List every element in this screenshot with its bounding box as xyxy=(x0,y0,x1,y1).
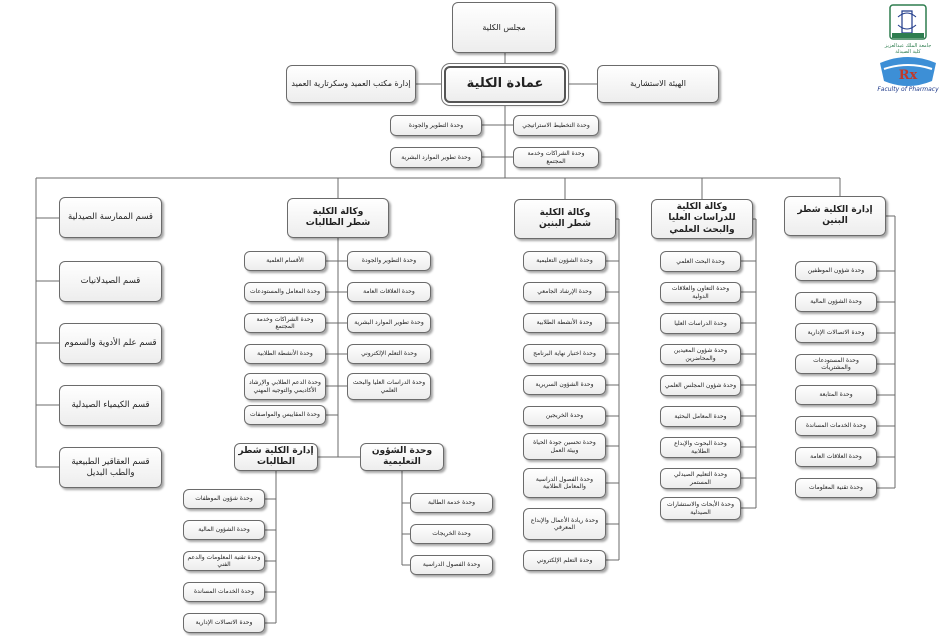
girls-unit[interactable]: وحدة التطوير والجودة xyxy=(347,251,431,271)
grad-unit[interactable]: وحدة الأبحاث والاستشارات الصيدلية xyxy=(660,497,741,520)
logo-university-text: جامعة الملك عبدالعزيز xyxy=(884,43,932,49)
dean-office-box[interactable]: إدارة مكتب العميد وسكرتارية العميد xyxy=(286,65,416,103)
logo-rx-text: Rx xyxy=(899,68,918,83)
boys-unit[interactable]: وحدة اختبار نهاية البرنامج xyxy=(523,344,606,364)
female-admin-head[interactable]: إدارة الكلية شطر البنين xyxy=(784,196,886,236)
department-box[interactable]: قسم الممارسة الصيدلية xyxy=(59,197,162,238)
logo-faculty-ar: كلية الصيدلة xyxy=(895,49,921,55)
department-box[interactable]: قسم الصيدلانيات xyxy=(59,261,162,302)
strategic-unit-box[interactable]: وحدة التخطيط الاستراتيجي xyxy=(513,115,599,136)
female-admin-unit[interactable]: وحدة المتابعة xyxy=(795,385,877,405)
girls-admin-unit[interactable]: وحدة الشؤون المالية xyxy=(183,520,265,540)
female-admin-unit[interactable]: وحدة تقنية المعلومات xyxy=(795,478,877,498)
girls-vice-head[interactable]: وكالة الكلية شطر الطالبات xyxy=(287,198,389,238)
boys-unit[interactable]: وحدة التعلم الإلكتروني xyxy=(523,550,606,571)
girls-admin-unit[interactable]: وحدة الخدمات المساندة xyxy=(183,582,265,602)
girls-admin-unit[interactable]: وحدة تقنية المعلومات والدعم الفني xyxy=(183,551,265,571)
girls-unit[interactable]: الأقسام العلمية xyxy=(244,251,326,271)
female-admin-unit[interactable]: وحدة شؤون الموظفين xyxy=(795,261,877,281)
grad-unit[interactable]: وحدة الدراسات العليا xyxy=(660,313,741,334)
edu-affairs-head[interactable]: وحدة الشؤون التعليمية xyxy=(360,443,444,471)
community-unit-box[interactable]: وحدة الشراكات وخدمة المجتمع xyxy=(513,147,599,168)
edu-affairs-unit[interactable]: وحدة الخريجات xyxy=(410,524,493,544)
girls-admin-unit[interactable]: وحدة الاتصالات الإدارية xyxy=(183,613,265,633)
department-box[interactable]: قسم علم الأدوية والسموم xyxy=(59,323,162,364)
grad-unit[interactable]: وحدة البحث العلمي xyxy=(660,251,741,272)
grad-unit[interactable]: وحدة شؤون المعيدين والمحاضرين xyxy=(660,344,741,365)
council-box[interactable]: مجلس الكلية xyxy=(452,2,556,53)
grad-unit[interactable]: وحدة شؤون المجلس العلمي xyxy=(660,375,741,396)
girls-unit[interactable]: وحدة المقاييس والمواصفات xyxy=(244,405,326,425)
boys-unit[interactable]: وحدة تحسين جودة الحياة وبيئة العمل xyxy=(523,433,606,460)
girls-unit[interactable]: وحدة المعامل والمستودعات xyxy=(244,282,326,302)
girls-unit[interactable]: وحدة التعلم الإلكتروني xyxy=(347,344,431,364)
advisory-box[interactable]: الهيئة الاستشارية xyxy=(597,65,719,103)
quality-unit-box[interactable]: وحدة التطوير والجودة xyxy=(390,115,482,136)
edu-affairs-unit[interactable]: وحدة الفصول الدراسية xyxy=(410,555,493,575)
department-box[interactable]: قسم الكيمياء الصيدلية xyxy=(59,385,162,426)
girls-admin-unit[interactable]: وحدة شؤون الموظفات xyxy=(183,489,265,509)
boys-unit[interactable]: وحدة ريادة الأعمال والإبداع المعرفي xyxy=(523,508,606,540)
grad-unit[interactable]: وحدة البحوث والإبداع الطلابية xyxy=(660,437,741,458)
boys-unit[interactable]: وحدة الأنشطة الطلابية xyxy=(523,313,606,333)
female-admin-unit[interactable]: وحدة الخدمات المساندة xyxy=(795,416,877,436)
boys-unit[interactable]: وحدة الفصول الدراسية والمعامل الطلابية xyxy=(523,468,606,498)
grad-vice-head[interactable]: وكالة الكلية للدراسات العليا والبحث العل… xyxy=(651,199,753,239)
edu-affairs-unit[interactable]: وحدة خدمة الطالبة xyxy=(410,493,493,513)
department-box[interactable]: قسم العقاقير الطبيعية والطب البديل xyxy=(59,447,162,488)
girls-unit[interactable]: وحدة العلاقات العامة xyxy=(347,282,431,302)
female-admin-unit[interactable]: وحدة المستودعات والمشتريات xyxy=(795,354,877,374)
boys-vice-head[interactable]: وكالة الكلية شطر البنين xyxy=(514,199,616,239)
female-admin-unit[interactable]: وحدة الاتصالات الإدارية xyxy=(795,323,877,343)
boys-unit[interactable]: وحدة الإرشاد الجامعي xyxy=(523,282,606,302)
faculty-logo-icon: جامعة الملك عبدالعزيز كلية الصيدلة Rx Fa… xyxy=(877,4,939,93)
grad-unit[interactable]: وحدة التعليم الصيدلي المستمر xyxy=(660,468,741,489)
boys-unit[interactable]: وحدة الخريجين xyxy=(523,406,606,426)
logo-faculty-en: Faculty of Pharmacy xyxy=(877,86,939,93)
girls-unit[interactable]: وحدة الأنشطة الطلابية xyxy=(244,344,326,364)
boys-unit[interactable]: وحدة الشؤون السريرية xyxy=(523,375,606,395)
female-admin-unit[interactable]: وحدة الشؤون المالية xyxy=(795,292,877,312)
grad-unit[interactable]: وحدة المعامل البحثية xyxy=(660,406,741,427)
girls-unit[interactable]: وحدة تطوير الموارد البشرية xyxy=(347,313,431,333)
girls-unit[interactable]: وحدة الدراسات العليا والبحث العلمي xyxy=(347,373,431,400)
girls-unit[interactable]: وحدة الدعم الطلابي والإرشاد الأكاديمي وا… xyxy=(244,373,326,400)
hr-unit-box[interactable]: وحدة تطوير الموارد البشرية xyxy=(390,147,482,168)
dean-box[interactable]: عمادة الكلية xyxy=(444,66,566,103)
boys-unit[interactable]: وحدة الشؤون التعليمية xyxy=(523,251,606,271)
grad-unit[interactable]: وحدة التعاون والعلاقات الدولية xyxy=(660,282,741,303)
girls-admin-head[interactable]: إدارة الكلية شطر الطالبات xyxy=(234,443,318,471)
girls-unit[interactable]: وحدة الشراكات وخدمة المجتمع xyxy=(244,313,326,333)
female-admin-unit[interactable]: وحدة العلاقات العامة xyxy=(795,447,877,467)
